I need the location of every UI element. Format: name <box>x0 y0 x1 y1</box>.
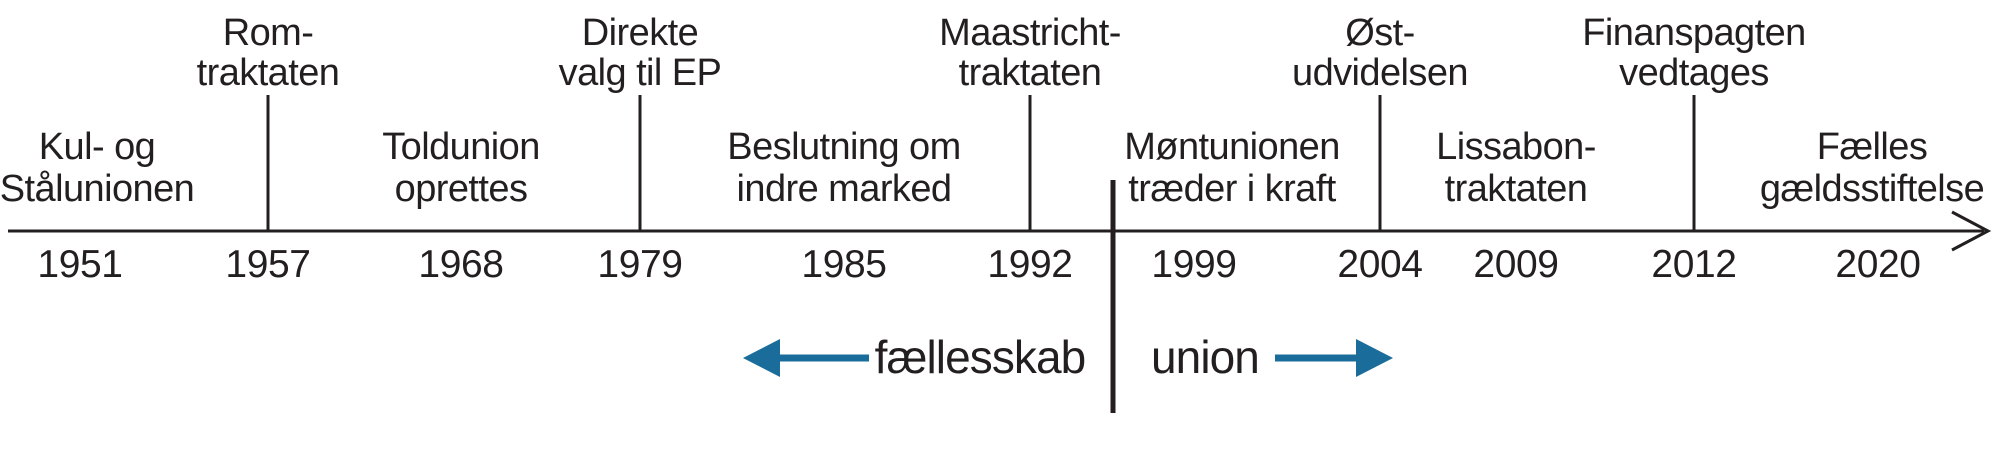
event-label-line: Rom- <box>222 12 314 54</box>
year-1999: 1999 <box>1151 243 1237 286</box>
event-label-line: Direkte <box>581 12 699 54</box>
year-1985: 1985 <box>801 243 887 286</box>
event-label-line: gældsstiftelse <box>1759 168 1985 210</box>
event-label-2004: Øst-udvidelsen <box>1292 12 1469 94</box>
year-1992: 1992 <box>987 243 1073 286</box>
year-2009: 2009 <box>1473 243 1559 286</box>
union-label: union <box>1151 331 1260 383</box>
event-label-line: træder i kraft <box>1128 168 1336 210</box>
tick-2012 <box>1692 95 1696 232</box>
year-2012: 2012 <box>1651 243 1737 286</box>
year-1957: 1957 <box>225 243 311 286</box>
event-label-line: Finanspagten <box>1582 12 1806 54</box>
event-label-line: Fælles <box>1816 126 1928 168</box>
event-label-1992: Maastricht-traktaten <box>939 13 1121 93</box>
tick-1992 <box>1028 95 1032 232</box>
event-label-line: oprettes <box>394 168 528 210</box>
event-label-line: Øst- <box>1345 12 1415 54</box>
event-label-1957: Rom-traktaten <box>197 13 340 93</box>
fellesskab-left-arrow-icon <box>743 339 869 377</box>
year-2004: 2004 <box>1337 243 1423 286</box>
event-label-line: Lissabon- <box>1436 126 1596 168</box>
event-label-line: valg til EP <box>558 52 722 94</box>
event-label-line: udvidelsen <box>1292 52 1469 94</box>
event-label-line: Maastricht- <box>939 12 1121 54</box>
year-1968: 1968 <box>418 243 504 286</box>
year-1979: 1979 <box>597 243 683 286</box>
event-label-line: Stålunionen <box>0 168 195 210</box>
year-2020: 2020 <box>1835 243 1921 286</box>
event-label-line: vedtages <box>1619 52 1769 94</box>
tick-1979 <box>638 95 642 232</box>
event-label-line: Kul- og <box>38 126 156 168</box>
event-label-line: traktaten <box>958 52 1102 94</box>
tick-2004 <box>1378 95 1382 232</box>
event-label-line: indre marked <box>736 168 953 210</box>
tick-1957 <box>266 95 270 232</box>
event-label-2009: Lissabon-traktaten <box>1436 126 1596 210</box>
axis-arrowhead-icon <box>1951 210 1992 252</box>
event-label-line: traktaten <box>1444 168 1588 210</box>
fellesskab-label: fællesskab <box>874 331 1087 383</box>
union-right-arrow-icon <box>1275 339 1393 377</box>
community-union-divider <box>1110 180 1116 413</box>
event-label-line: Toldunion <box>382 126 540 168</box>
event-label-line: traktaten <box>196 52 340 94</box>
event-label-line: Beslutning om <box>727 126 961 168</box>
year-1951: 1951 <box>37 243 123 286</box>
event-label-line: Møntunionen <box>1124 126 1340 168</box>
